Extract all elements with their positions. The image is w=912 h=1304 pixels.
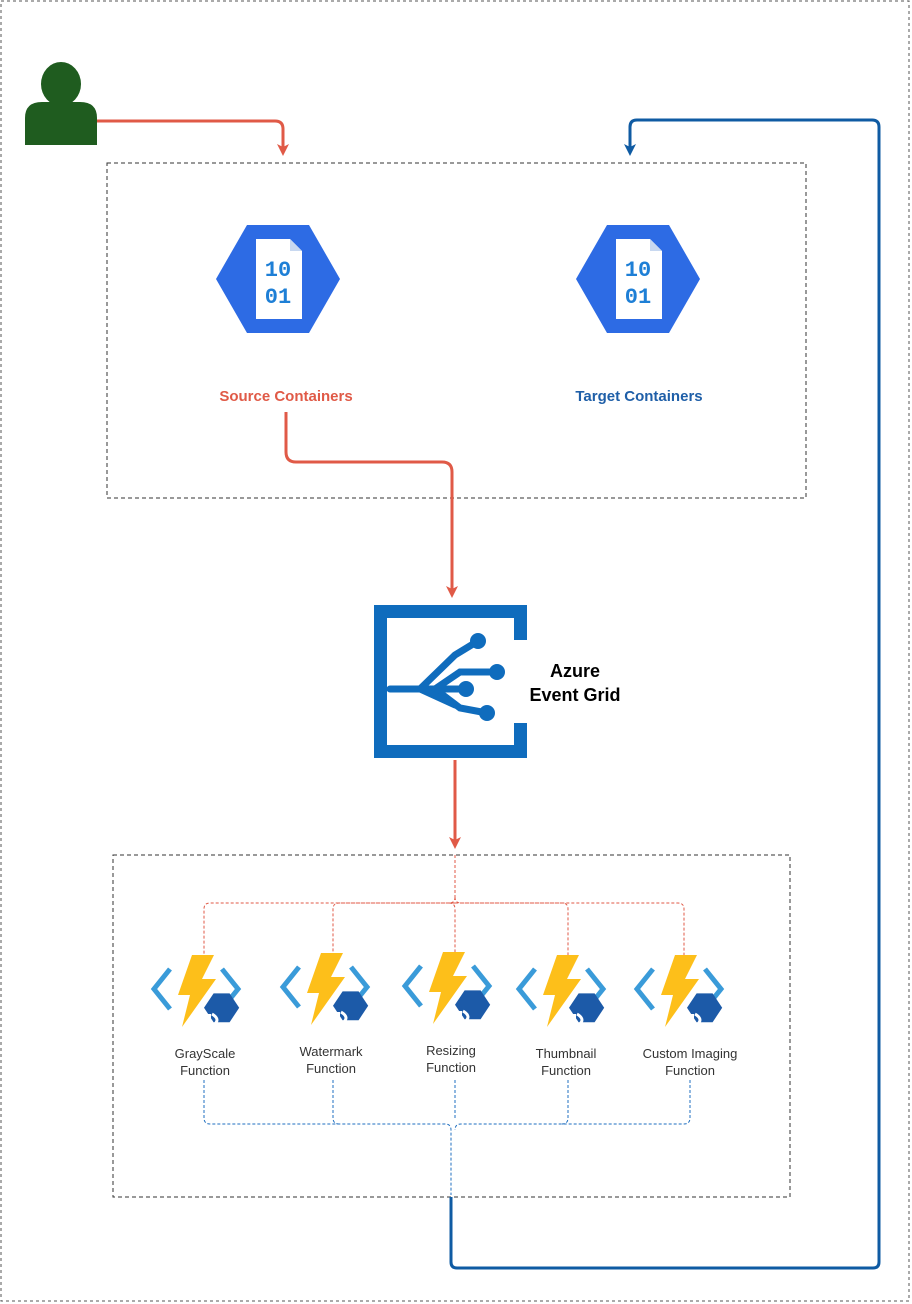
target-doc-top: 10 bbox=[625, 258, 651, 283]
event-grid-icon bbox=[374, 605, 527, 758]
azure-function-icon bbox=[515, 955, 607, 1028]
fanout-connectors bbox=[203, 855, 685, 955]
azure-function-icon bbox=[150, 955, 242, 1028]
event-grid-label: Azure Event Grid bbox=[505, 659, 645, 707]
function-label-line2: Function bbox=[306, 1061, 356, 1076]
target-doc-bottom: 01 bbox=[625, 285, 651, 310]
function-label-line1: GrayScale bbox=[174, 1046, 236, 1061]
azure-function-icon bbox=[279, 953, 371, 1026]
azure-function-icon bbox=[633, 955, 725, 1028]
function-label-line1: Custom Imaging bbox=[642, 1046, 738, 1061]
function-label-custom-imaging: Custom Imaging Function bbox=[620, 1045, 760, 1079]
source-container-icon: 10 01 bbox=[216, 225, 340, 333]
source-doc-bottom: 01 bbox=[265, 285, 291, 310]
function-label-line2: Function bbox=[426, 1060, 476, 1075]
function-label-resizing: Resizing Function bbox=[381, 1042, 521, 1076]
function-label-line2: Function bbox=[180, 1063, 230, 1078]
function-label-watermark: Watermark Function bbox=[261, 1043, 401, 1077]
source-doc-top: 10 bbox=[265, 258, 291, 283]
target-container-icon: 10 01 bbox=[576, 225, 700, 333]
function-label-line2: Function bbox=[541, 1063, 591, 1078]
function-label-line1: Watermark bbox=[299, 1044, 363, 1059]
functions-group-box bbox=[112, 854, 791, 1198]
function-label-thumbnail: Thumbnail Function bbox=[496, 1045, 636, 1079]
event-grid-label-line2: Event Grid bbox=[529, 685, 621, 705]
function-label-line1: Resizing bbox=[426, 1043, 476, 1058]
source-to-eventgrid-arrow bbox=[284, 412, 458, 598]
storage-group-box bbox=[106, 162, 807, 499]
user-to-source-arrow bbox=[97, 119, 289, 156]
function-label-line2: Function bbox=[665, 1063, 715, 1078]
azure-function-icon bbox=[401, 952, 493, 1025]
function-icons-group bbox=[150, 952, 725, 1028]
target-containers-label: Target Containers bbox=[575, 388, 703, 405]
functions-to-target-arrow bbox=[449, 118, 881, 1270]
fanin-connectors bbox=[203, 1080, 691, 1195]
source-containers-label: Source Containers bbox=[219, 388, 353, 405]
function-label-line1: Thumbnail bbox=[535, 1046, 597, 1061]
event-grid-label-line1: Azure bbox=[549, 661, 600, 681]
user-icon bbox=[25, 62, 97, 145]
function-label-grayscale: GrayScale Function bbox=[135, 1045, 275, 1079]
